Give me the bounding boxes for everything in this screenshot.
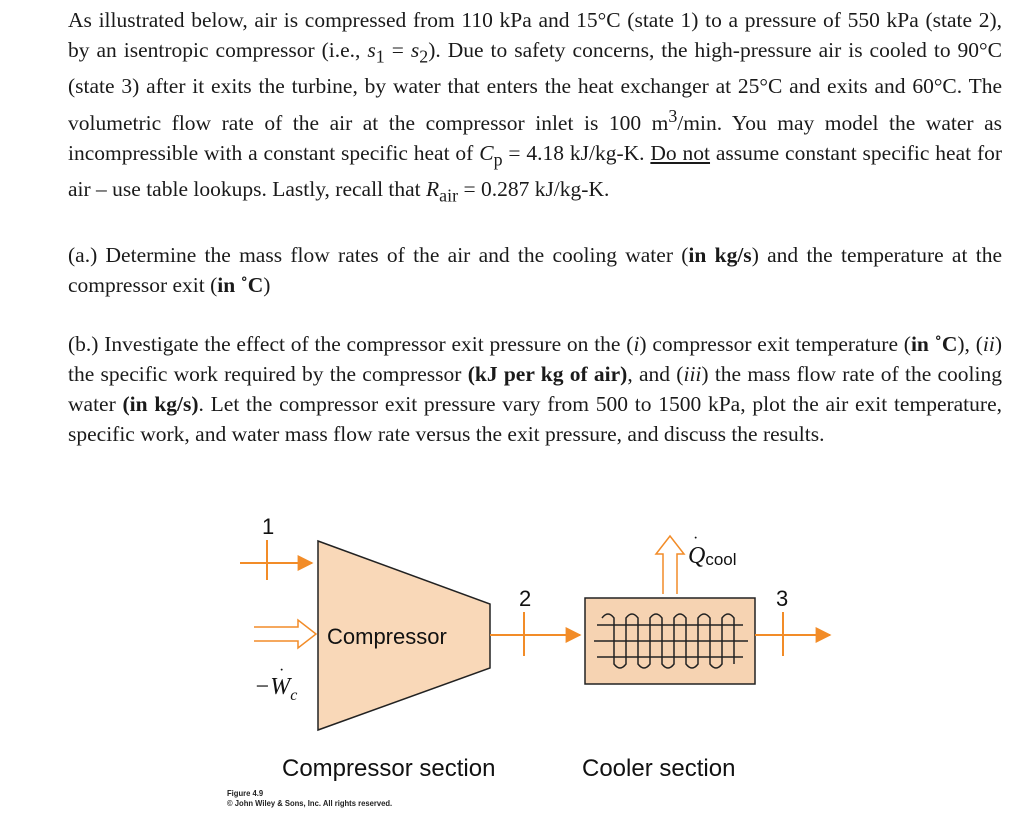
part-a-text: Determine the mass flow rates of the air… [97, 242, 689, 267]
part-b-text: ) the specific work required by the comp… [68, 332, 1002, 387]
part-a-bold: in ˚C [217, 272, 264, 297]
state-3-label: 3 [776, 586, 788, 611]
copyright-notice: © John Wiley & Sons, Inc. All rights res… [227, 798, 393, 808]
intro-text-1: As illustrated below, air is compressed … [68, 8, 1002, 62]
do-not-underlined: Do not [650, 140, 711, 165]
symbol-c: C [479, 140, 494, 165]
part-b-bold: (in kg/s) [122, 392, 199, 417]
intro-text-4: = 4.18 kJ/kg-K. [502, 140, 651, 165]
roman-i: i [633, 332, 640, 357]
state-2-label: 2 [519, 586, 531, 611]
subscript-2: 2 [419, 46, 429, 67]
intro-text-6: = 0.287 kJ/kg-K. [458, 176, 610, 201]
roman-iii: iii [683, 362, 702, 387]
part-b-bold: in ˚C [910, 332, 958, 357]
work-input-arrow [254, 618, 318, 650]
compressor-section-label: Compressor section [282, 755, 495, 782]
symbol-r: R [426, 176, 440, 201]
subscript-air: air [439, 185, 459, 206]
superscript-3: 3 [668, 105, 678, 126]
roman-ii: ii [982, 332, 995, 357]
intro-text-2: ). Due to safety concerns, the high-pres… [68, 37, 1002, 135]
equals: = [384, 37, 411, 62]
subscript-1: 1 [375, 46, 385, 67]
symbol-s: s [410, 37, 420, 62]
intro-paragraph: As illustrated below, air is compressed … [68, 6, 1002, 211]
part-b-bold: (kJ per kg of air) [467, 362, 628, 387]
work-dot: · [279, 662, 284, 679]
heat-output-arrow [654, 534, 686, 594]
part-b: (b.) Investigate the effect of the compr… [68, 330, 1002, 449]
state-1-label: 1 [262, 514, 274, 539]
part-b-text: ) compressor exit temperature ( [639, 332, 911, 357]
work-label: −Wc [254, 674, 297, 704]
part-b-label: (b.) [68, 332, 99, 357]
part-a-label: (a.) [68, 242, 98, 267]
part-b-text: , and ( [627, 362, 684, 387]
part-a-bold: in kg/s [688, 242, 752, 267]
subscript-p: p [493, 148, 503, 169]
part-b-text: ) the mass flow rate of the cooling wate… [68, 362, 1002, 417]
problem-statement: As illustrated below, air is compressed … [68, 6, 1002, 450]
part-b-text: . Let the compressor exit pressure vary … [68, 392, 1002, 446]
coil-windings [601, 613, 735, 669]
part-a: (a.) Determine the mass flow rates of th… [68, 241, 1002, 301]
part-a-text: ) [263, 272, 271, 297]
part-b-text: ), ( [957, 332, 983, 357]
part-a-text: ) and the temperature at the compressor … [68, 242, 1002, 297]
cooler-section-label: Cooler section [582, 755, 735, 782]
compressor-label: Compressor [327, 624, 447, 649]
intro-text-3: /min. You may model the water as incompr… [68, 110, 1002, 165]
compressor-shape [317, 539, 491, 732]
heat-dot: · [693, 530, 698, 547]
heat-label: Qcool [688, 543, 737, 569]
part-b-text: Investigate the effect of the compressor… [98, 332, 634, 357]
figure-credit: Figure 4.9 © John Wiley & Sons, Inc. All… [227, 788, 392, 808]
cooling-coil [594, 613, 748, 669]
symbol-s: s [367, 37, 376, 62]
figure-number: Figure 4.9 [227, 788, 264, 798]
intro-text-5: assume constant specific heat for air – … [68, 140, 1003, 201]
